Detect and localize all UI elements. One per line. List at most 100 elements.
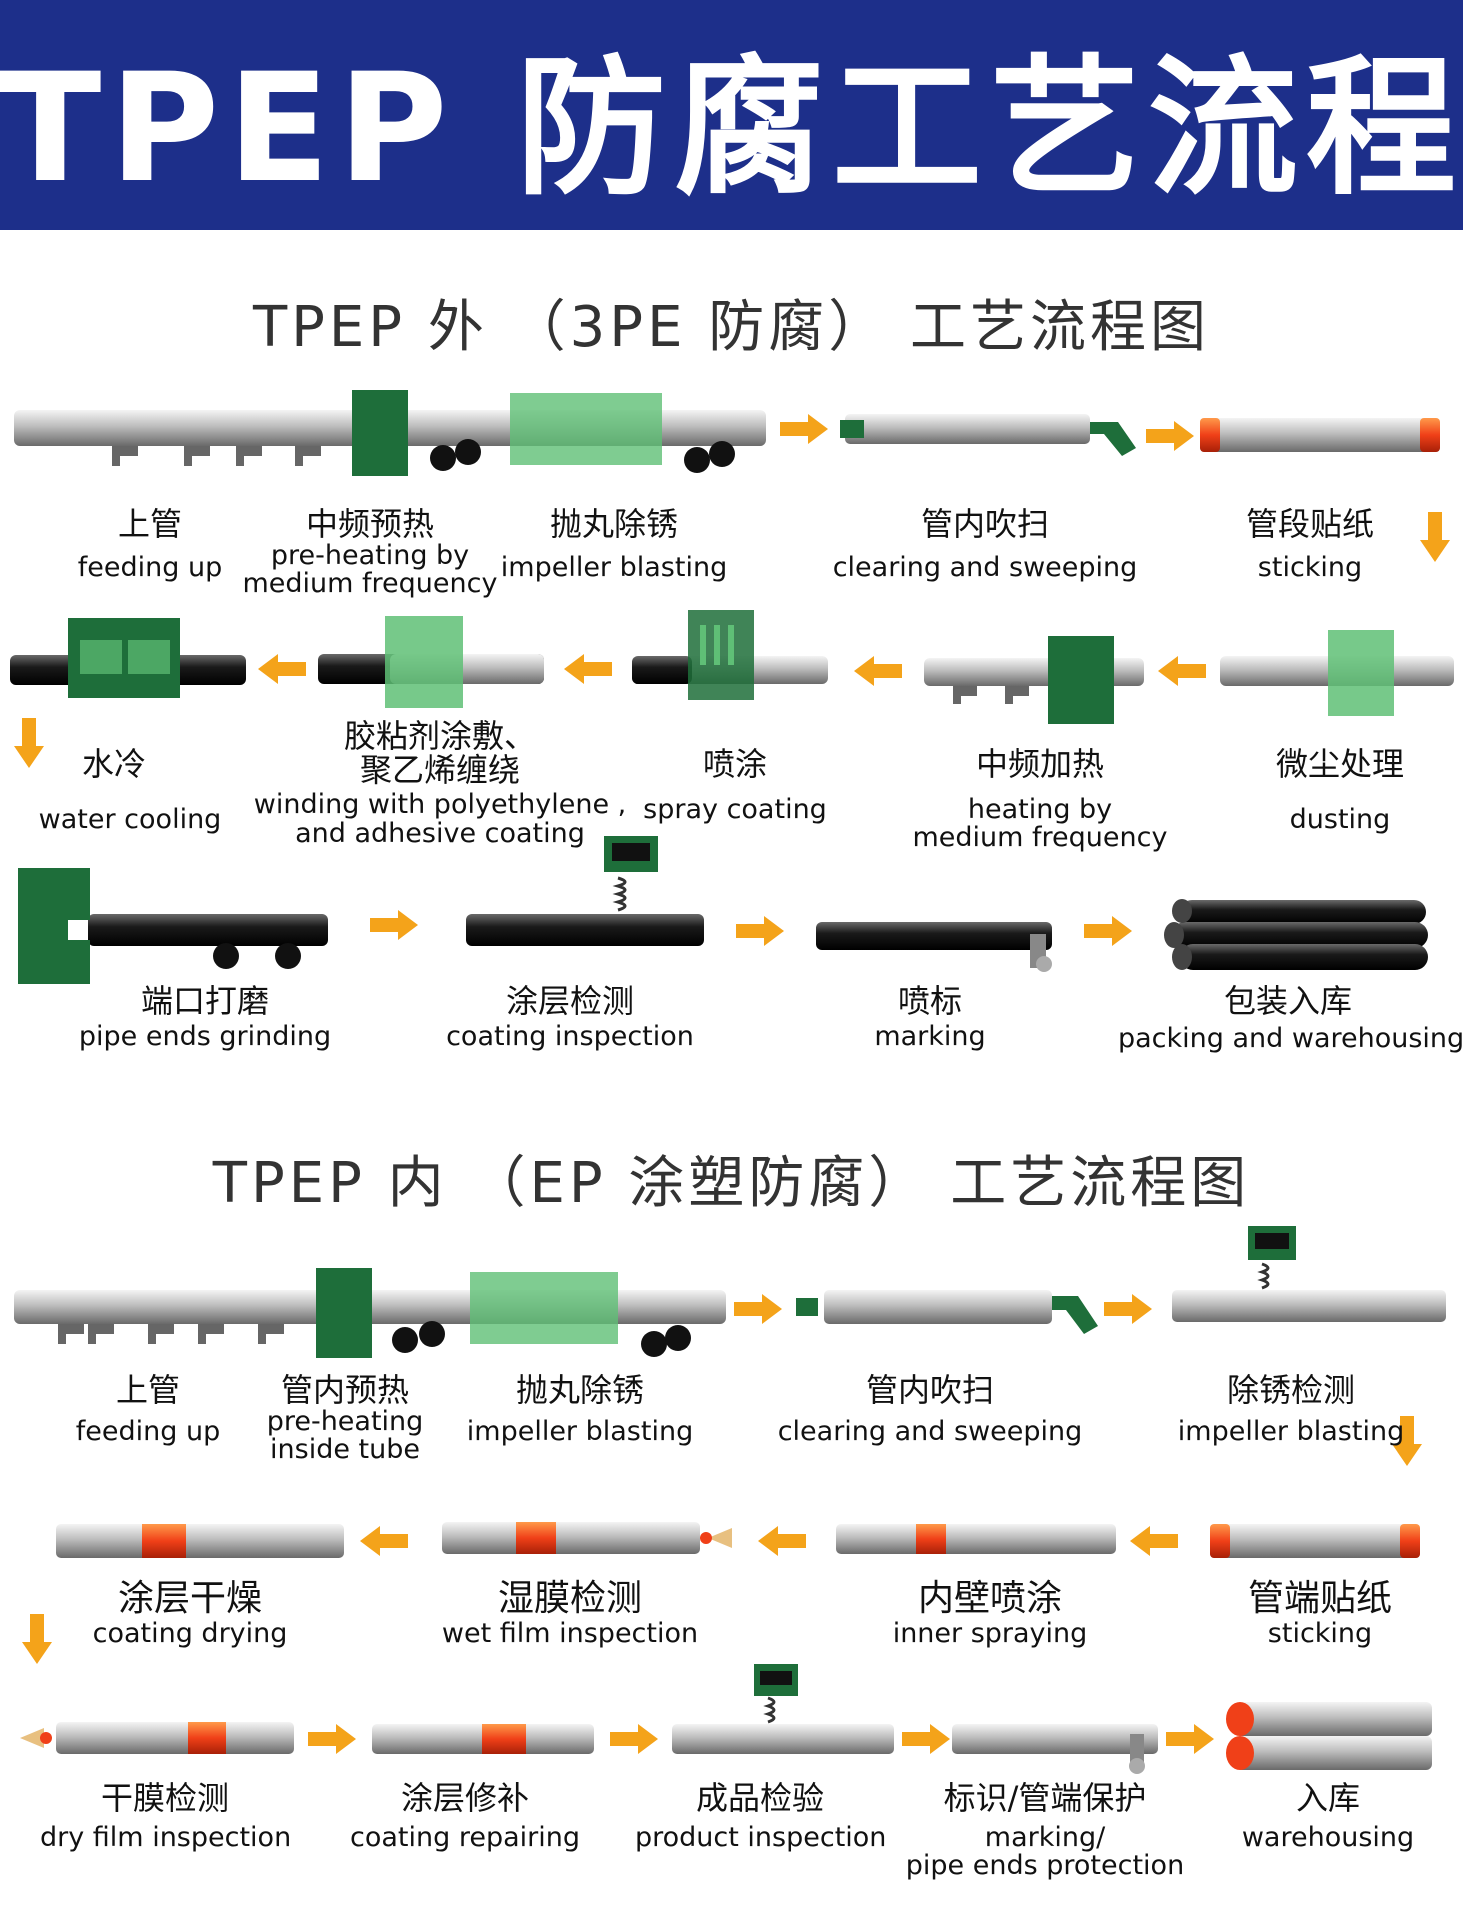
step-en-label: winding with polyethylene , (253, 789, 627, 821)
step-en-label: medium frequency (242, 567, 498, 599)
step-en-label: packing and warehousing (1118, 1022, 1463, 1054)
blasting-chamber (510, 393, 662, 465)
step-cn-label: 管端贴纸 (1247, 1578, 1392, 1619)
step-en-label: and adhesive coating (295, 817, 585, 849)
step-cn-label: 抛丸除锈 (515, 1371, 644, 1409)
step-cn-label: 入库 (1295, 1779, 1360, 1817)
step-en-label: inner spraying (892, 1617, 1088, 1649)
step-en-label: inside tube (270, 1433, 420, 1465)
inner-sticking-pipe (1210, 1524, 1420, 1558)
inner-wet-film-pipe (442, 1522, 732, 1554)
inner-step-product-inspection: 成品检验 product inspection (635, 1779, 887, 1853)
step-cn-label: 涂层检测 (505, 982, 634, 1020)
step-cn-label: 喷标 (897, 982, 962, 1020)
outer-dusting-station (1220, 630, 1454, 716)
outer-sticking-pipe (1200, 418, 1440, 452)
medium-frequency-heater (352, 390, 408, 476)
step-cn-label: 涂层干燥 (117, 1578, 262, 1619)
step-cn-label: 喷涂 (702, 745, 767, 783)
step-cn-label: 干膜检测 (100, 1779, 229, 1817)
step-en-label: coating repairing (350, 1821, 580, 1853)
step-en-label: pre-heating by (270, 539, 470, 571)
outer-coating-inspection (466, 836, 704, 946)
step-en-label: clearing and sweeping (832, 551, 1138, 583)
step-en-label: water cooling (38, 803, 222, 835)
step-en-label: dusting (1289, 803, 1391, 835)
inner-step-sweeping: 管内吹扫 clearing and sweeping (770, 1371, 1090, 1446)
step-en-label: pipe ends grinding (78, 1020, 332, 1052)
inner-spraying-pipe (836, 1524, 1116, 1554)
outer-process-title: TPEP 外 （3PE 防腐） 工艺流程图 (252, 295, 1211, 360)
step-en-label: pipe ends protection (905, 1849, 1185, 1881)
inner-step-feeding-up: 上管 feeding up (48, 1371, 248, 1447)
step-cn-label: 成品检验 (695, 1779, 824, 1817)
outer-step-dusting: 微尘处理 dusting (1240, 745, 1440, 835)
step-cn-label: 上管 (115, 1371, 180, 1409)
step-en-label: marking (874, 1020, 986, 1052)
step-en-label: impeller blasting (500, 551, 728, 583)
step-cn-label: 湿膜检测 (497, 1578, 642, 1619)
step-cn-label: 上管 (117, 505, 182, 543)
step-cn-label: 端口打磨 (140, 982, 269, 1020)
outer-sweeping-pipe (840, 414, 1136, 456)
inner-step-rust-inspection: 除锈检测 impeller blasting (1166, 1371, 1416, 1447)
step-cn-label: 水冷 (82, 745, 147, 783)
step-en-label: coating inspection (446, 1020, 694, 1052)
outer-step-grinding: 端口打磨 pipe ends grinding (70, 982, 340, 1052)
inner-step-repairing: 涂层修补 coating repairing (350, 1781, 580, 1853)
outer-step-water-cooling: 水冷 water cooling (30, 745, 230, 835)
outer-step-blasting: 抛丸除锈 impeller blasting (494, 505, 734, 583)
step-en-label: sticking (1267, 1617, 1373, 1649)
step-cn-label: 管内预热 (280, 1371, 409, 1409)
step-en-label: product inspection (635, 1821, 887, 1853)
outer-packing-stack (1164, 899, 1428, 970)
outer-step-sweeping: 管内吹扫 clearing and sweeping (820, 505, 1150, 583)
outer-marking-station (816, 922, 1052, 972)
inner-step-dry-film: 干膜检测 dry film inspection (40, 1779, 292, 1853)
step-cn-label: 管内吹扫 (865, 1371, 994, 1409)
step-cn-label: 微尘处理 (1275, 745, 1404, 783)
inner-marking-pipe (952, 1724, 1158, 1774)
step-en-label: heating by (967, 793, 1113, 825)
step-en-label: dry film inspection (40, 1821, 292, 1853)
step-cn-label: 内壁喷涂 (917, 1578, 1062, 1619)
step-cn-label: 管内吹扫 (920, 505, 1049, 543)
outer-spray-station (632, 610, 828, 700)
step-cn-label: 管段贴纸 (1245, 505, 1374, 543)
outer-water-cooling (10, 618, 246, 698)
outer-step-marking: 喷标 marking (840, 982, 1020, 1052)
outer-heating-station (924, 636, 1144, 724)
step-en-label: impeller blasting (466, 1415, 694, 1447)
outer-grinding-station (18, 868, 328, 984)
inner-rust-inspection (1172, 1226, 1446, 1322)
step-cn-label: 除锈检测 (1226, 1371, 1355, 1409)
step-en-label: feeding up (77, 551, 223, 583)
step-cn-label: 标识/管端保护 (943, 1779, 1147, 1817)
outer-step-feeding-up: 上管 feeding up (50, 505, 250, 583)
step-en-label: feeding up (75, 1415, 221, 1447)
outer-feeding-line (14, 390, 766, 476)
inner-step-warehousing: 入库 warehousing (1228, 1779, 1428, 1853)
step-en-label: warehousing (1241, 1821, 1415, 1853)
step-cn-label: 中频预热 (305, 505, 434, 543)
inner-sweeping-pipe (796, 1290, 1098, 1334)
inner-repair-pipe (372, 1724, 594, 1754)
step-en-label: medium frequency (912, 821, 1168, 853)
inner-step-drying: 涂层干燥 coating drying (80, 1580, 300, 1648)
inner-step-marking-protection: 标识/管端保护 marking/pipe ends protection (900, 1779, 1190, 1881)
outer-step-spray-coating: 喷涂 spray coating (620, 745, 850, 824)
step-en-label: impeller blasting (1177, 1415, 1405, 1447)
outer-step-sticking: 管段贴纸 sticking (1200, 505, 1420, 582)
step-cn-label: 抛丸除锈 (549, 505, 678, 543)
inner-product-inspection (672, 1664, 894, 1754)
inner-step-inner-spraying: 内壁喷涂 inner spraying (870, 1580, 1110, 1648)
step-en-label: wet film inspection (441, 1617, 699, 1649)
flow-arrows (14, 414, 1450, 1754)
inner-step-wet-film: 湿膜检测 wet film inspection (430, 1580, 710, 1648)
inner-drying-pipe (56, 1524, 344, 1558)
inner-dry-film-pipe (20, 1722, 294, 1754)
page-title: TPEP 防腐工艺流程 (0, 41, 1463, 216)
inner-process-title: TPEP 内 （EP 涂塑防腐） 工艺流程图 (212, 1151, 1251, 1216)
